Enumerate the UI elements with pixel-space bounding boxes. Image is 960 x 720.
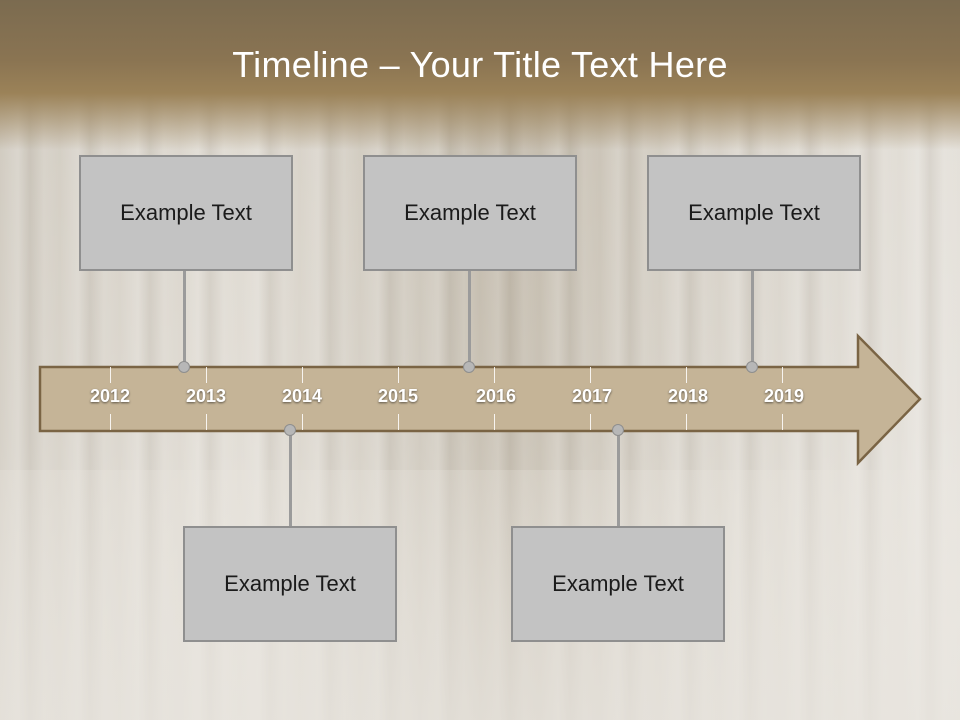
background-floor — [0, 470, 960, 720]
event-connector — [289, 430, 292, 527]
year-tick — [782, 367, 783, 383]
event-marker-dot — [463, 361, 475, 373]
event-marker-dot — [746, 361, 758, 373]
event-connector — [468, 268, 471, 366]
year-tick — [686, 367, 687, 383]
event-box-5: Example Text — [511, 526, 725, 642]
year-label-2013: 2013 — [185, 386, 227, 406]
year-label-2015: 2015 — [377, 386, 419, 406]
event-box-4: Example Text — [183, 526, 397, 642]
event-box-2: Example Text — [363, 155, 577, 271]
year-tick — [110, 367, 111, 383]
year-label-2014: 2014 — [281, 386, 323, 406]
year-tick — [110, 414, 111, 430]
year-tick — [206, 367, 207, 383]
event-marker-dot — [284, 424, 296, 436]
event-box-3: Example Text — [647, 155, 861, 271]
event-marker-dot — [612, 424, 624, 436]
year-label-2016: 2016 — [475, 386, 517, 406]
event-marker-dot — [178, 361, 190, 373]
year-tick — [590, 367, 591, 383]
year-tick — [206, 414, 207, 430]
year-tick — [302, 414, 303, 430]
event-connector — [183, 268, 186, 366]
year-tick — [590, 414, 591, 430]
year-tick — [398, 367, 399, 383]
event-connector — [617, 430, 620, 527]
year-tick — [398, 414, 399, 430]
event-box-1: Example Text — [79, 155, 293, 271]
year-tick — [686, 414, 687, 430]
year-tick — [302, 367, 303, 383]
year-tick — [782, 414, 783, 430]
year-label-2018: 2018 — [667, 386, 709, 406]
year-label-2019: 2019 — [763, 386, 805, 406]
year-tick — [494, 367, 495, 383]
year-label-2012: 2012 — [89, 386, 131, 406]
timeline-arrow-shape — [38, 332, 922, 467]
slide-title: Timeline – Your Title Text Here — [232, 44, 728, 85]
title-banner — [0, 0, 960, 150]
event-connector — [751, 268, 754, 366]
year-label-2017: 2017 — [571, 386, 613, 406]
year-tick — [494, 414, 495, 430]
